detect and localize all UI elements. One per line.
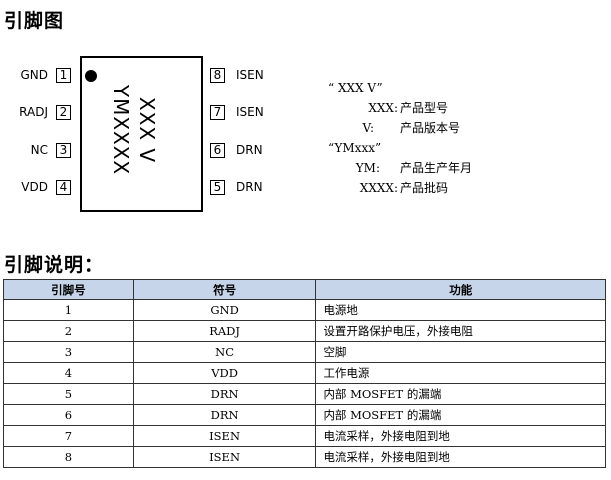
table-row: 3 NC 空脚 bbox=[3, 341, 606, 363]
chip-marking-line2: YMXXXX bbox=[109, 84, 133, 176]
pin4-label: VDD bbox=[21, 180, 48, 194]
legend-key-ym: YM: bbox=[355, 161, 380, 175]
cell-symbol: RADJ bbox=[132, 320, 317, 342]
pin7-box: 7 bbox=[210, 105, 225, 120]
cell-symbol: ISEN bbox=[132, 425, 317, 447]
pin2-label: RADJ bbox=[19, 105, 48, 119]
pin-description-title: 引脚说明： bbox=[4, 254, 105, 276]
pin6-box: 6 bbox=[210, 143, 225, 158]
cell-function: 内部 MOSFET 的漏端 bbox=[315, 383, 606, 405]
pin2-box: 2 bbox=[56, 105, 71, 120]
cell-pin-number: 7 bbox=[3, 425, 134, 447]
cell-symbol: GND bbox=[132, 299, 317, 321]
legend-key-xxx: XXX: bbox=[368, 101, 398, 115]
cell-function: 空脚 bbox=[315, 341, 606, 363]
chip-body bbox=[80, 56, 203, 212]
legend-val-model: 产品型号 bbox=[400, 101, 449, 115]
table-row: 4 VDD 工作电源 bbox=[3, 362, 606, 384]
cell-symbol: ISEN bbox=[132, 446, 317, 468]
table-row: 2 RADJ 设置开路保护电压，外接电阻 bbox=[3, 320, 606, 342]
cell-symbol: DRN bbox=[132, 383, 317, 405]
cell-function: 电源地 bbox=[315, 299, 606, 321]
cell-function: 工作电源 bbox=[315, 362, 606, 384]
header-function: 功能 bbox=[315, 279, 606, 300]
cell-pin-number: 8 bbox=[3, 446, 134, 468]
pin4-box: 4 bbox=[56, 180, 71, 195]
pin1-box: 1 bbox=[56, 68, 71, 83]
legend-line1: “ XXX V” bbox=[328, 81, 383, 95]
cell-function: 电流采样，外接电阻到地 bbox=[315, 425, 606, 447]
cell-pin-number: 1 bbox=[3, 299, 134, 321]
legend-line4: “YMxxx” bbox=[328, 141, 382, 155]
pin5-label: DRN bbox=[236, 180, 263, 194]
pin8-label: ISEN bbox=[236, 68, 264, 82]
pin1-label: GND bbox=[20, 68, 48, 82]
pin-diagram-title: 引脚图 bbox=[4, 10, 65, 32]
legend-key-xxxx: XXXX: bbox=[359, 181, 398, 195]
cell-pin-number: 2 bbox=[3, 320, 134, 342]
cell-pin-number: 3 bbox=[3, 341, 134, 363]
cell-function: 设置开路保护电压，外接电阻 bbox=[315, 320, 606, 342]
cell-function: 内部 MOSFET 的漏端 bbox=[315, 404, 606, 426]
cell-pin-number: 6 bbox=[3, 404, 134, 426]
header-pin-number: 引脚号 bbox=[3, 279, 134, 300]
cell-symbol: DRN bbox=[132, 404, 317, 426]
legend-key-v: V: bbox=[362, 121, 374, 135]
pin8-box: 8 bbox=[210, 68, 225, 83]
table-row: 5 DRN 内部 MOSFET 的漏端 bbox=[3, 383, 606, 405]
table-row: 8 ISEN 电流采样，外接电阻到地 bbox=[3, 446, 606, 468]
cell-symbol: NC bbox=[132, 341, 317, 363]
pin3-label: NC bbox=[30, 143, 48, 157]
pin-description-table: 引脚号 符号 功能 1 GND 电源地 2 RADJ 设置开路保护电压，外接电阻… bbox=[3, 279, 606, 468]
cell-pin-number: 5 bbox=[3, 383, 134, 405]
legend-val-batch: 产品批码 bbox=[400, 181, 449, 195]
legend-val-version: 产品版本号 bbox=[400, 121, 461, 135]
pin3-box: 3 bbox=[56, 143, 71, 158]
chip-marking-line1: XXX V bbox=[135, 96, 159, 164]
pin5-box: 5 bbox=[210, 180, 225, 195]
table-row: 1 GND 电源地 bbox=[3, 299, 606, 321]
cell-function: 电流采样，外接电阻到地 bbox=[315, 446, 606, 468]
pin6-label: DRN bbox=[236, 143, 263, 157]
cell-pin-number: 4 bbox=[3, 362, 134, 384]
pin7-label: ISEN bbox=[236, 105, 264, 119]
pin1-marker-dot bbox=[85, 70, 97, 82]
table-row: 6 DRN 内部 MOSFET 的漏端 bbox=[3, 404, 606, 426]
cell-symbol: VDD bbox=[132, 362, 317, 384]
table-row: 7 ISEN 电流采样，外接电阻到地 bbox=[3, 425, 606, 447]
table-header-row: 引脚号 符号 功能 bbox=[3, 279, 606, 300]
header-symbol: 符号 bbox=[132, 279, 317, 300]
legend-val-date: 产品生产年月 bbox=[400, 161, 473, 175]
